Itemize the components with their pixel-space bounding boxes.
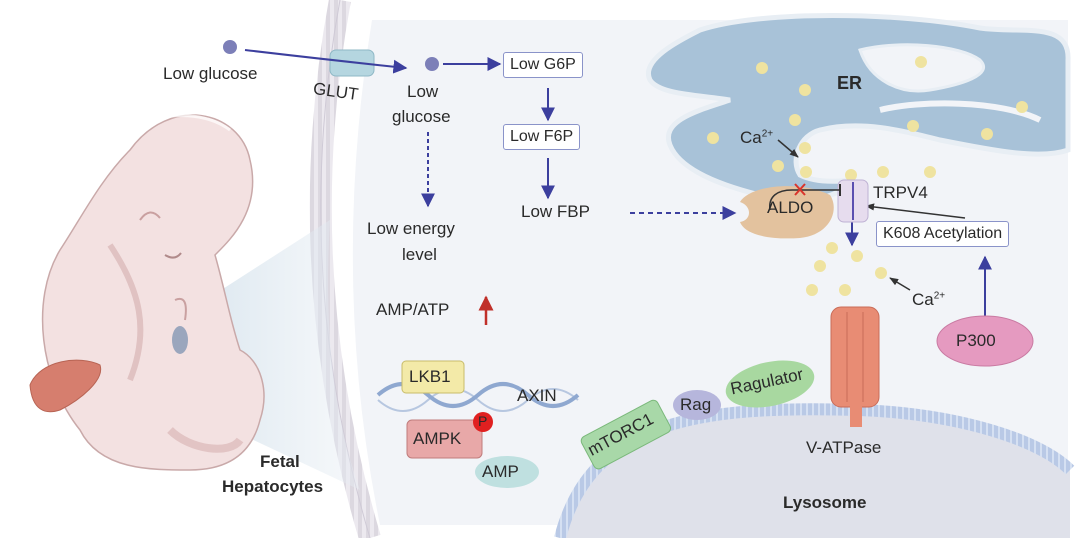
arrow-glucose-transport (244, 49, 408, 74)
aldo-shape (740, 186, 834, 239)
rag-shape (673, 390, 721, 420)
label-phospho: P (478, 413, 488, 429)
ca-cyto-superscript: 2+ (933, 290, 946, 302)
lysosome (560, 409, 1070, 538)
calcium-dots (707, 56, 1028, 296)
label-amp: AMP (482, 462, 519, 481)
label-rag: Rag (680, 395, 712, 414)
label-lkb1: LKB1 (409, 367, 451, 386)
label-ca-er: Ca2+ (740, 128, 773, 148)
label-er: ER (837, 73, 863, 93)
label-hepatocytes: Hepatocytes (222, 477, 324, 496)
box-k608-acetylation: K608 Acetylation (876, 221, 1010, 247)
trpv4-channel (837, 179, 869, 223)
label-low-glucose-inside-1: Low (407, 82, 439, 101)
label-low-energy-1: Low energy (367, 219, 455, 238)
label-low-energy-2: level (402, 245, 437, 264)
label-lysosome: Lysosome (783, 493, 867, 512)
amp-shape (475, 456, 539, 488)
label-ampk: AMPK (413, 429, 462, 448)
glucose-dot-inside (425, 57, 439, 71)
label-vatpase: V-ATPase (806, 438, 882, 457)
mtorc1-shape (580, 399, 672, 470)
glucose-dot-outside (223, 40, 237, 54)
box-low-f6p: Low F6P (503, 124, 581, 150)
label-low-glucose-outside: Low glucose (163, 64, 258, 83)
arrow-k608-trpv4 (865, 203, 966, 219)
ampk-shape (406, 419, 483, 459)
box-low-g6p: Low G6P (503, 52, 583, 78)
label-p300: P300 (956, 331, 996, 350)
ca-er-superscript: 2+ (761, 128, 774, 140)
label-aldo: ALDO (767, 198, 814, 217)
label-amp-atp: AMP/ATP (376, 300, 450, 319)
label-ca-cyto: Ca2+ (912, 290, 945, 310)
ca-er-text: Ca (740, 128, 762, 147)
v-atpase-shape (830, 306, 880, 427)
p300-shape (936, 315, 1034, 367)
inhibition-line (769, 189, 840, 211)
inhibited-x-mark (794, 183, 806, 196)
arrow-ca-er (777, 139, 799, 158)
fetus-illustration (29, 114, 265, 471)
lkb1-shape (401, 360, 465, 394)
ragulator-shape (725, 360, 815, 408)
arrow-ca-cyto (889, 277, 911, 291)
label-low-glucose-inside-2: glucose (392, 107, 451, 126)
phospho-dot (473, 412, 493, 432)
ca-cyto-text: Ca (912, 290, 934, 309)
label-fetal: Fetal (260, 452, 300, 471)
label-low-fbp: Low FBP (521, 202, 590, 221)
fetal-liver (29, 359, 102, 413)
label-trpv4: TRPV4 (873, 183, 928, 202)
label-axin: AXIN (517, 386, 557, 405)
